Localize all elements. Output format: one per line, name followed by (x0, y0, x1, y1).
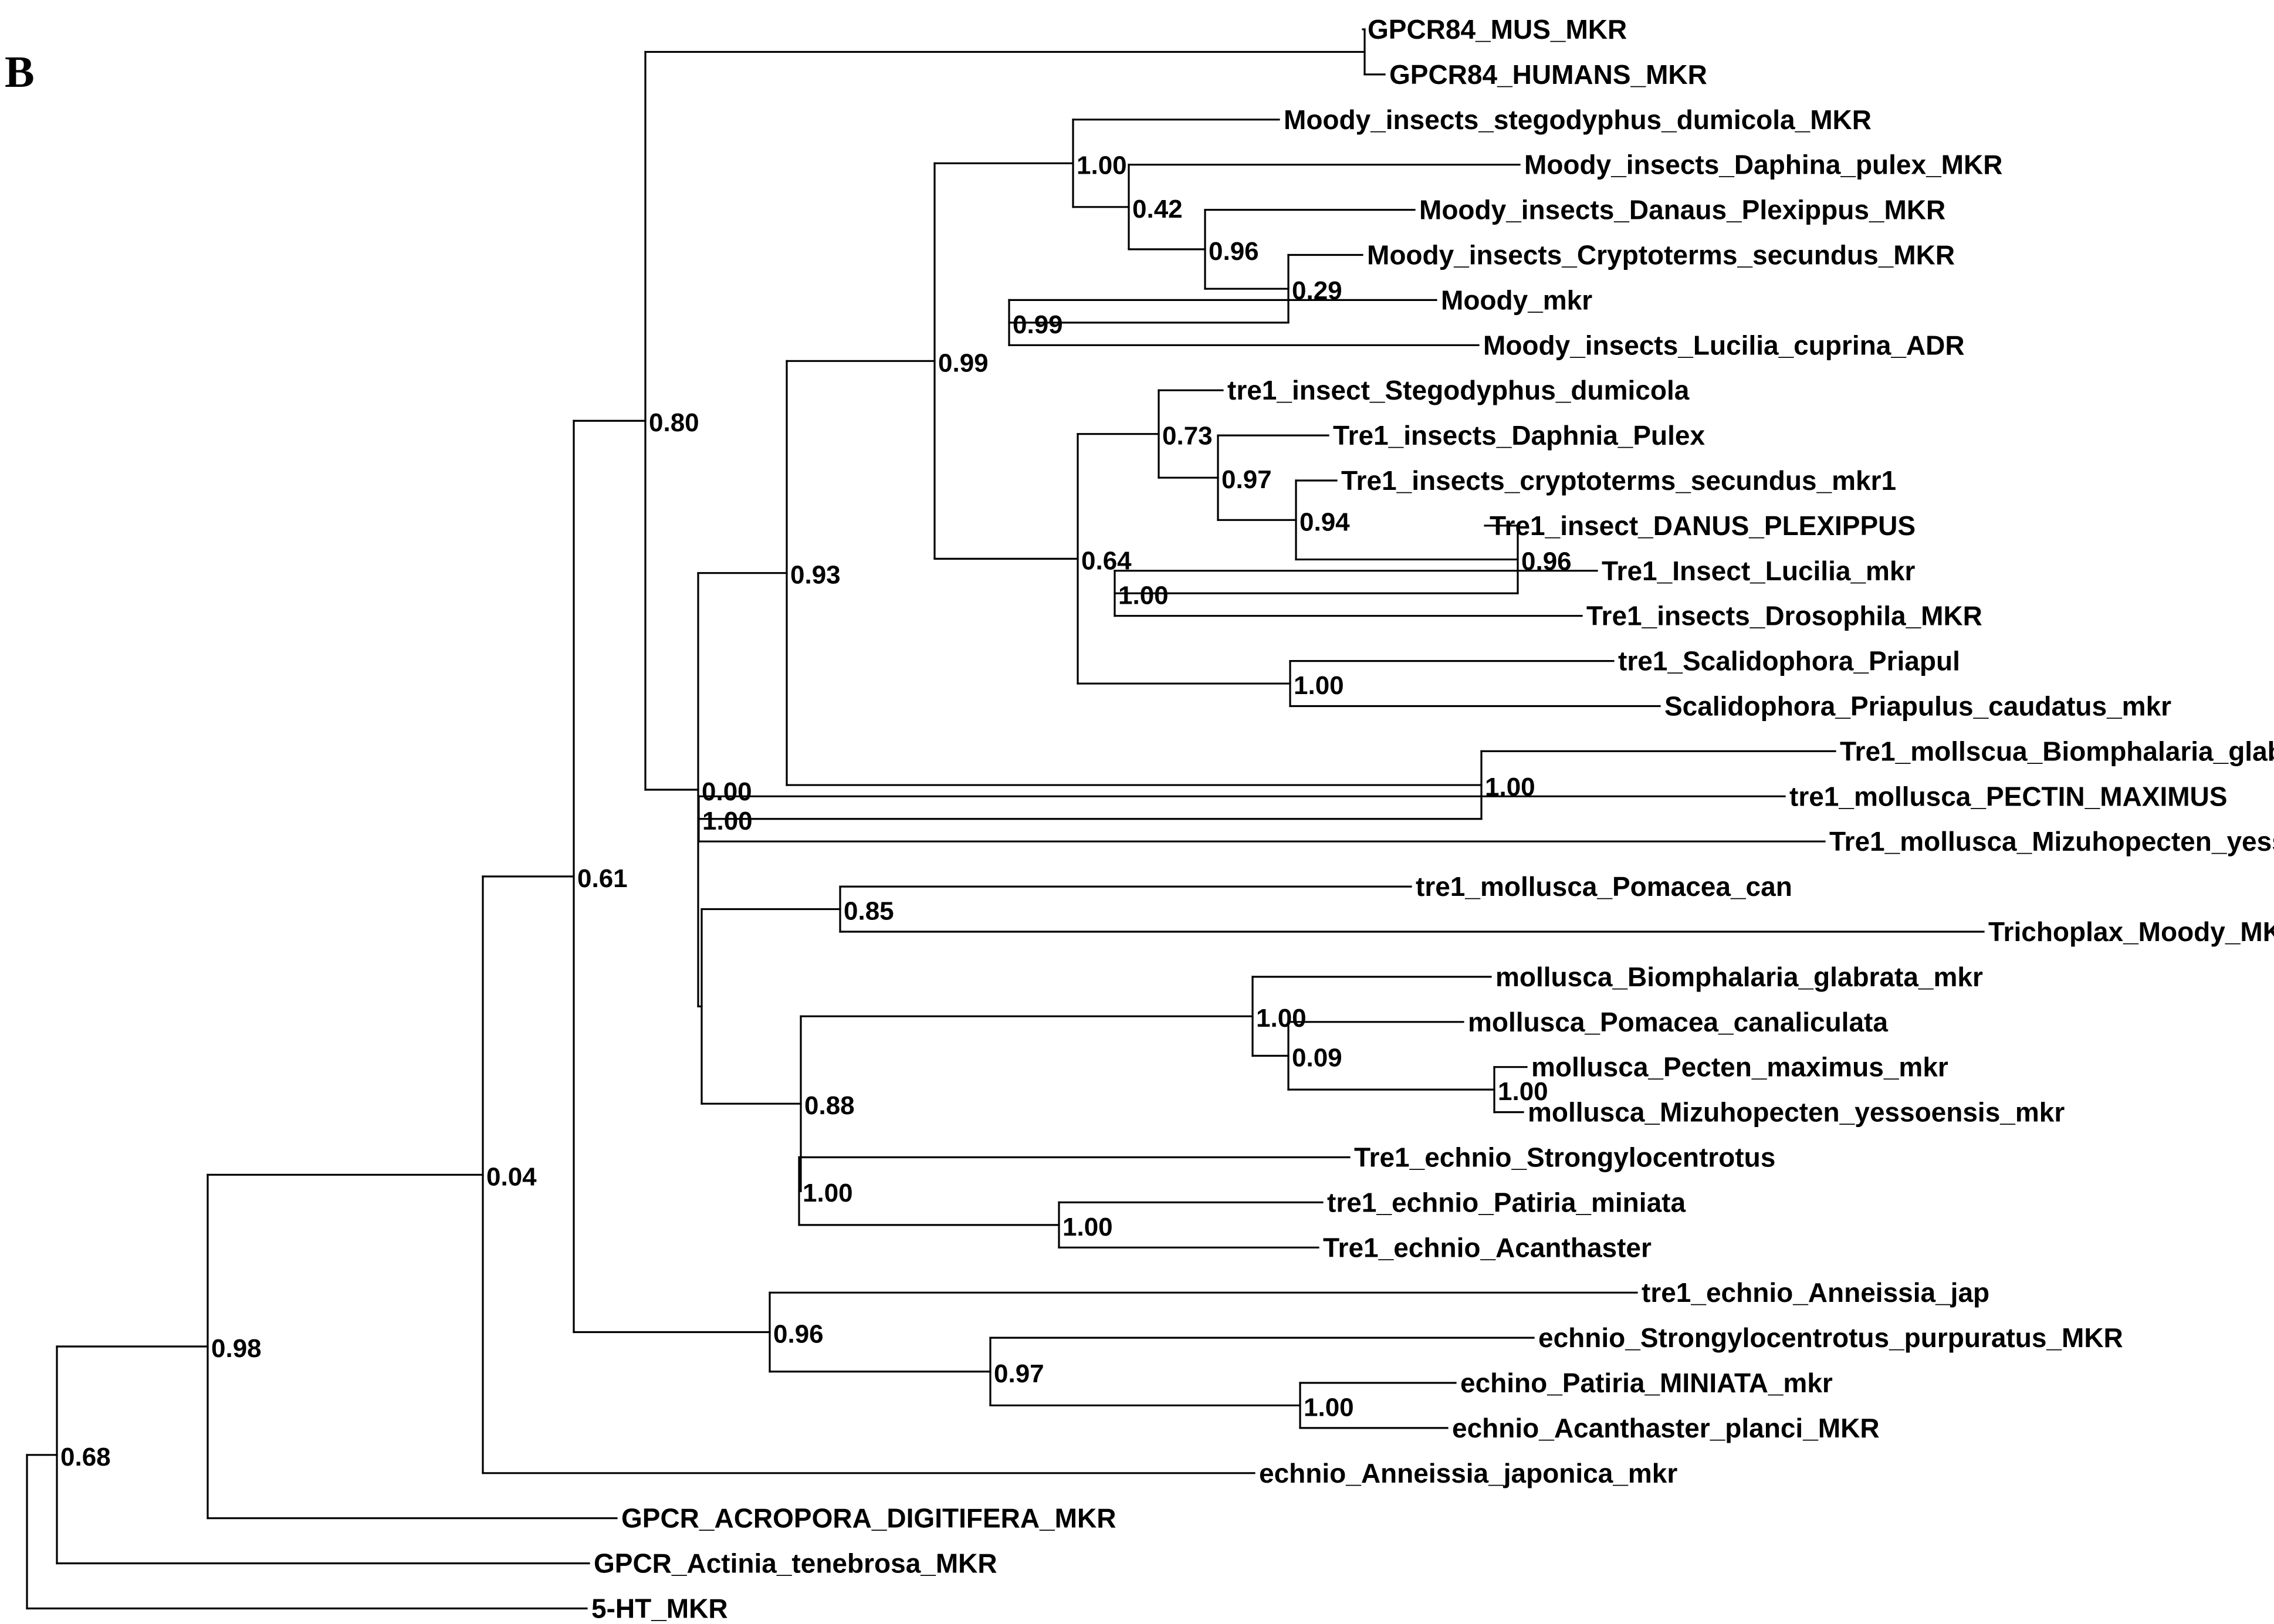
support-value: 1.00 (1062, 1213, 1113, 1241)
panel-label: B (5, 48, 35, 97)
leaf-label: Trichoplax_Moody_MKR (1988, 916, 2274, 947)
leaf-label: GPCR_Actinia_tenebrosa_MKR (594, 1548, 997, 1579)
support-value: 0.96 (1209, 237, 1259, 266)
support-value: 0.96 (773, 1320, 824, 1348)
leaf-label: Tre1_insects_Daphnia_Pulex (1333, 420, 1706, 451)
leaf-label: tre1_echnio_Patiria_miniata (1327, 1187, 1686, 1217)
support-value: 1.00 (1498, 1077, 1548, 1106)
leaf-label: Tre1_insects_Drosophila_MKR (1586, 601, 1982, 631)
leaf-label: tre1_Scalidophora_Priapul (1618, 646, 1960, 676)
support-value: 0.04 (486, 1162, 537, 1191)
support-value: 0.29 (1292, 276, 1342, 305)
leaf-label: Moody_insects_Danaus_Plexippus_MKR (1419, 195, 1945, 225)
support-value: 0.98 (211, 1334, 262, 1363)
leaf-label: Tre1_insect_DANUS_PLEXIPPUS (1490, 510, 1916, 541)
leaf-label: tre1_mollusca_Pomacea_can (1416, 871, 1792, 902)
leaf-label: GPCR84_HUMANS_MKR (1389, 59, 1707, 90)
leaf-label: Moody_insects_Daphina_pulex_MKR (1524, 150, 2002, 180)
support-value: 1.00 (1077, 151, 1127, 180)
leaf-label: mollusca_Pecten_maximus_mkr (1531, 1052, 1948, 1082)
leaf-label: Tre1_echnio_Strongylocentrotus (1354, 1142, 1775, 1173)
leaf-label: echnio_Acanthaster_planci_MKR (1452, 1413, 1880, 1443)
leaf-label: Scalidophora_Priapulus_caudatus_mkr (1664, 691, 2171, 722)
support-value: 0.09 (1292, 1043, 1342, 1072)
leaf-label: tre1_mollusca_PECTIN_MAXIMUS (1789, 781, 2227, 811)
support-value: 0.61 (577, 864, 628, 893)
leaf-label: echnio_Strongylocentrotus_purpuratus_MKR (1538, 1322, 2123, 1353)
support-value: 1.00 (1118, 581, 1169, 610)
leaf-label: mollusca_Pomacea_canaliculata (1468, 1007, 1888, 1037)
leaf-label: Moody_insects_Cryptoterms_secundus_MKR (1367, 240, 1955, 270)
support-values: 0.680.980.040.610.800.000.930.991.000.42… (60, 151, 1572, 1471)
tree-branches (26, 28, 1985, 1610)
leaf-label: echnio_Anneissia_japonica_mkr (1259, 1458, 1677, 1488)
support-value: 0.42 (1132, 195, 1183, 224)
leaf-label: Moody_mkr (1441, 285, 1592, 315)
leaf-label: Tre1_echnio_Acanthaster (1323, 1232, 1652, 1263)
leaf-label: Moody_insects_Lucilia_cuprina_ADR (1483, 330, 1965, 360)
leaf-label: echino_Patiria_MINIATA_mkr (1460, 1368, 1833, 1398)
support-value: 0.93 (790, 561, 841, 590)
support-value: 0.94 (1300, 508, 1350, 536)
support-value: 1.00 (1256, 1004, 1307, 1033)
leaf-label: Moody_insects_stegodyphus_dumicola_MKR (1284, 104, 1872, 135)
support-value: 0.73 (1162, 422, 1213, 451)
leaf-label: Tre1_Insect_Lucilia_mkr (1602, 556, 1916, 586)
support-value: 0.97 (994, 1359, 1044, 1388)
support-value: 1.00 (1485, 773, 1535, 801)
leaf-label: Tre1_mollscua_Biomphalaria_glabrata (1840, 736, 2274, 766)
leaf-label: 5-HT_MKR (591, 1593, 728, 1624)
support-value: 1.00 (1304, 1393, 1354, 1422)
leaf-label: Tre1_insects_cryptoterms_secundus_mkr1 (1341, 465, 1896, 496)
leaf-labels: GPCR84_MUS_MKR GPCR84_HUMANS_MKR Moody_ins… (591, 14, 2274, 1624)
support-value: 0.99 (1013, 310, 1063, 339)
leaf-label: mollusca_Mizuhopecten_yessoensis_mkr (1528, 1097, 2065, 1128)
leaf-label: GPCR84_MUS_MKR (1368, 14, 1627, 45)
support-value: 0.64 (1081, 546, 1132, 575)
support-value: 0.68 (60, 1443, 111, 1471)
support-value: 0.97 (1221, 465, 1272, 494)
support-value: 0.80 (649, 408, 699, 437)
leaf-label: GPCR_ACROPORA_DIGITIFERA_MKR (621, 1503, 1116, 1534)
leaf-label: tre1_echnio_Anneissia_jap (1642, 1277, 1989, 1308)
support-value: 0.99 (938, 349, 989, 377)
support-value: 0.96 (1521, 547, 1572, 576)
support-value: 0.00 (702, 777, 752, 806)
support-value: 1.00 (702, 807, 753, 835)
leaf-label: Tre1_mollusca_Mizuhopecten_yessoensis (1829, 826, 2274, 857)
support-value: 0.85 (844, 897, 894, 926)
leaf-label: mollusca_Biomphalaria_glabrata_mkr (1495, 962, 1983, 992)
support-value: 0.88 (804, 1091, 855, 1120)
support-value: 1.00 (803, 1179, 853, 1207)
support-value: 1.00 (1294, 671, 1344, 700)
leaf-label: tre1_insect_Stegodyphus_dumicola (1227, 375, 1690, 405)
